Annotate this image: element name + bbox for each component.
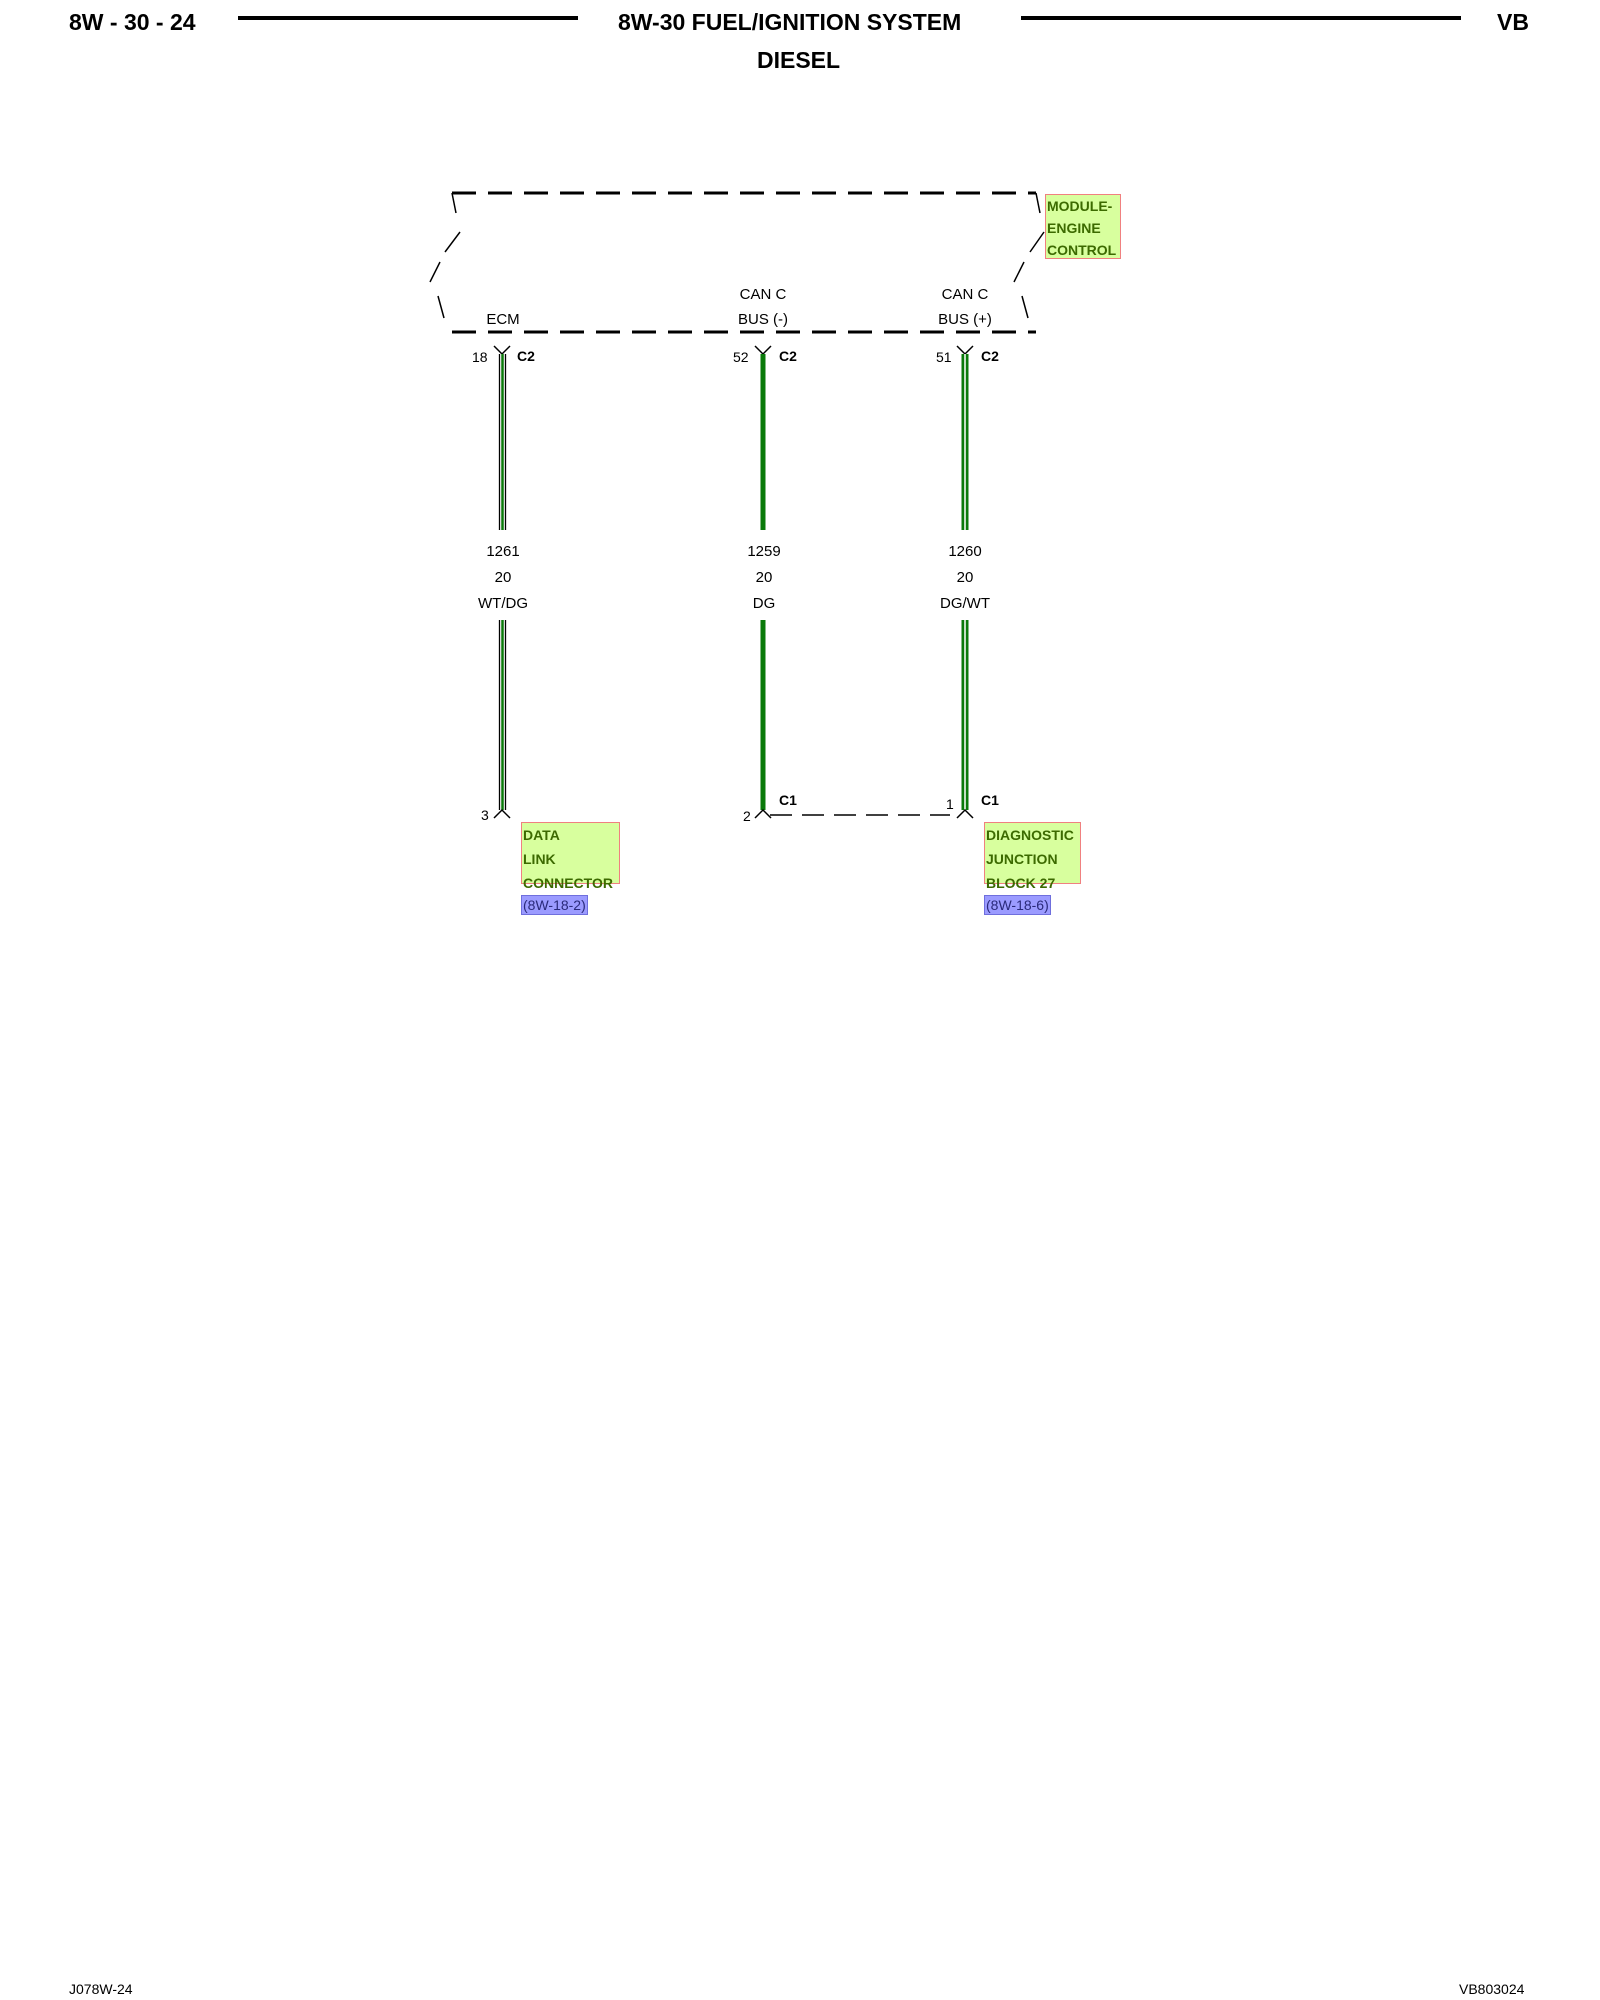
- wire-1259-color: DG: [753, 595, 776, 612]
- wire-1259: [754, 345, 772, 819]
- module-name-line1: MODULE-: [1047, 198, 1113, 214]
- djb-name-line1: DIAGNOSTIC: [986, 827, 1074, 843]
- wire-1261-top-pin: 18: [472, 349, 488, 365]
- page-subtitle: DIESEL: [757, 47, 841, 73]
- header-rule-right: [1021, 16, 1461, 20]
- wire-1261-color: WT/DG: [478, 595, 528, 612]
- wire-1260-top-pin: 51: [936, 349, 952, 365]
- pin-label-can-plus-line2: BUS (+): [938, 311, 992, 328]
- djb-name-line3: BLOCK 27: [986, 875, 1056, 891]
- dlc-page-ref-link[interactable]: (8W-18-2): [521, 895, 588, 915]
- wire-1260: [956, 345, 974, 819]
- wire-1260-circuit: 1260: [948, 543, 981, 560]
- data-link-connector-tag: DATA LINK CONNECTOR: [521, 822, 620, 891]
- wire-1261-top-connector: C2: [517, 348, 535, 364]
- module-name-line3: CONTROL: [1047, 242, 1117, 258]
- pin-label-ecm: ECM: [486, 311, 519, 328]
- wire-1260-gauge: 20: [957, 569, 974, 586]
- wire-1261: [493, 345, 511, 819]
- pin-label-can-minus-line2: BUS (-): [738, 311, 788, 328]
- header-rule-left: [238, 16, 578, 20]
- wire-1261-bottom-pin: 3: [481, 807, 489, 823]
- wire-1261-circuit: 1261: [486, 543, 519, 560]
- wire-1259-top-pin: 52: [733, 349, 749, 365]
- wire-1260-bottom-pin: 1: [946, 796, 954, 812]
- djb-name-line2: JUNCTION: [986, 851, 1058, 867]
- dlc-name-line2: LINK: [523, 851, 556, 867]
- wire-1259-gauge: 20: [756, 569, 773, 586]
- wire-1259-bottom-pin: 2: [743, 808, 751, 824]
- wire-1259-bottom-connector: C1: [779, 792, 797, 808]
- module-name-line2: ENGINE: [1047, 220, 1101, 236]
- pin-label-can-minus-line1: CAN C: [740, 286, 787, 303]
- module-outline: [452, 191, 1036, 334]
- djb-page-ref-link[interactable]: (8W-18-6): [984, 895, 1051, 915]
- pin-label-can-plus-line1: CAN C: [942, 286, 989, 303]
- wire-1260-color: DG/WT: [940, 595, 990, 612]
- page-title: 8W-30 FUEL/IGNITION SYSTEM: [618, 9, 962, 35]
- footer-right-code: VB803024: [1459, 1981, 1525, 1997]
- footer-left-code: J078W-24: [69, 1981, 133, 1997]
- dlc-name-line1: DATA: [523, 827, 560, 843]
- wire-1259-top-connector: C2: [779, 348, 797, 364]
- diagnostic-junction-block-tag: DIAGNOSTIC JUNCTION BLOCK 27: [984, 822, 1081, 891]
- dlc-name-line3: CONNECTOR: [523, 875, 613, 891]
- page-code: 8W - 30 - 24: [69, 9, 196, 35]
- module-engine-control-tag: MODULE- ENGINE CONTROL: [1045, 194, 1121, 259]
- model-code: VB: [1497, 9, 1529, 35]
- wire-1259-circuit: 1259: [747, 543, 780, 560]
- module-outline-breaks: [429, 192, 1045, 319]
- wire-1260-top-connector: C2: [981, 348, 999, 364]
- wire-1260-bottom-connector: C1: [981, 792, 999, 808]
- wire-1261-gauge: 20: [495, 569, 512, 586]
